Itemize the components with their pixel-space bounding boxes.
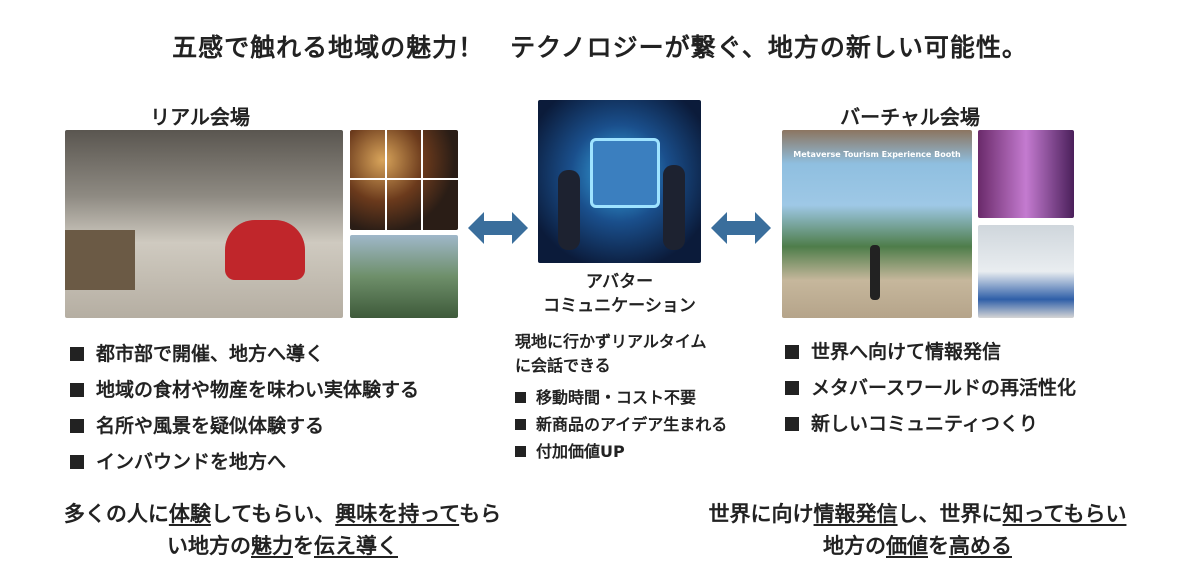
- list-item: 地域の食材や物産を味わい実体験する: [70, 372, 419, 408]
- list-item: 付加価値UP: [515, 438, 727, 465]
- double-arrow-icon: [468, 212, 528, 244]
- real-venue-photo: [65, 130, 343, 318]
- list-item: 都市部で開催、地方へ導く: [70, 336, 419, 372]
- bottom-left-message: 多くの人に体験してもらい、興味を持ってもら い地方の魅力を伝え導く: [63, 502, 502, 558]
- center-desc-line2: に会話できる: [515, 356, 611, 375]
- list-item: インバウンドを地方へ: [70, 444, 419, 480]
- food-photos: [350, 130, 458, 230]
- immersive-tunnel-photo: [978, 130, 1074, 218]
- exhibition-booth-photo: [978, 225, 1074, 318]
- center-label-line1: アバター: [585, 272, 654, 292]
- center-label-line2: コミュニケーション: [543, 296, 696, 316]
- list-item: 世界へ向けて情報発信: [785, 334, 1076, 370]
- landscape-photos: [350, 235, 458, 318]
- avatar-communication-photo: [538, 100, 701, 263]
- list-item: 新商品のアイデア生まれる: [515, 411, 727, 438]
- page-title: 五感で触れる地域の魅力！ テクノロジーが繋ぐ、地方の新しい可能性。: [172, 33, 1028, 62]
- list-item: 新しいコミュニティつくり: [785, 406, 1076, 442]
- list-item: メタバースワールドの再活性化: [785, 370, 1076, 406]
- list-item: 名所や風景を疑似体験する: [70, 408, 419, 444]
- center-desc-line1: 現地に行かずリアルタイム: [515, 332, 707, 351]
- real-venue-label: リアル会場: [150, 105, 250, 129]
- virtual-booth-image: Metaverse Tourism Experience Booth: [782, 130, 972, 318]
- list-item: 移動時間・コスト不要: [515, 384, 727, 411]
- bottom-right-message: 世界に向け情報発信し、世界に知ってもらい 地方の価値を高める: [708, 502, 1127, 558]
- virtual-venue-label: バーチャル会場: [840, 105, 980, 129]
- booth-caption: Metaverse Tourism Experience Booth: [793, 150, 961, 159]
- double-arrow-icon: [711, 212, 771, 244]
